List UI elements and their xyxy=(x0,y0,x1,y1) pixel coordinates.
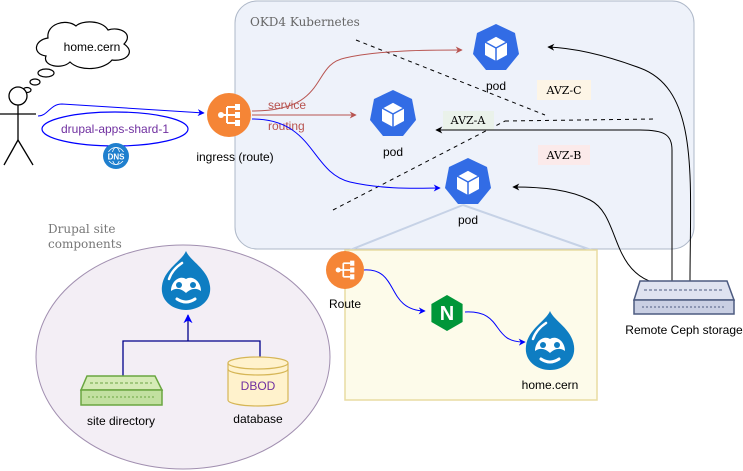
pod-a-label: pod xyxy=(383,145,403,159)
dns-icon: DNS xyxy=(103,143,129,169)
site-detail-inner: Route N home.cern xyxy=(326,251,578,392)
thought-cloud: home.cern xyxy=(22,21,130,94)
drupal-components: site directory DBOD database xyxy=(79,249,289,428)
ingress-icon xyxy=(207,93,251,137)
zone-avz-c: AVZ-C xyxy=(537,80,591,100)
pod-a: pod xyxy=(369,89,417,159)
zone-avz-c-bg xyxy=(537,80,591,100)
pod-b-label: pod xyxy=(458,213,478,227)
cloud-shape xyxy=(35,21,130,70)
arrow-user-to-ingress xyxy=(37,103,205,117)
pod-c-label: pod xyxy=(486,79,506,93)
zone-avz-c-label: AVZ-C xyxy=(545,84,581,97)
ingress-label: ingress (route) xyxy=(196,150,273,164)
arrow-storage-to-pod-a xyxy=(435,126,673,283)
drupal-site-title-line2: components xyxy=(48,237,122,251)
site-directory-icon xyxy=(79,375,164,406)
pod-b: pod xyxy=(444,157,492,227)
user-icon xyxy=(0,86,36,166)
okd-cluster-title: OKD4 Kubernetes xyxy=(250,15,360,29)
arrow-route-to-nginx xyxy=(363,269,426,315)
arrow-storage-to-pod-b xyxy=(512,183,656,284)
connector-tree xyxy=(122,340,261,380)
pod-c: pod xyxy=(472,23,520,93)
zone-separator-lower xyxy=(332,120,506,211)
ceph-storage: Remote Ceph storage xyxy=(435,43,743,337)
drupal-site-components: Drupal site components xyxy=(35,222,331,470)
cloud-bubble-medium xyxy=(29,78,41,86)
shard: drupal-apps-shard-1 DNS xyxy=(41,111,189,169)
zone-avz-b-label: AVZ-B xyxy=(546,149,582,162)
drupal-site-title-line1: Drupal site xyxy=(48,222,116,236)
nginx-text: N xyxy=(440,303,454,325)
database-icon xyxy=(227,356,289,407)
site-directory-label: site directory xyxy=(87,414,155,428)
route-icon xyxy=(326,251,364,289)
zoom-line-left xyxy=(344,204,464,253)
arrow-ingress-to-pod-b xyxy=(251,118,441,192)
nginx-icon: N xyxy=(431,295,463,331)
zone-avz-a-bg xyxy=(443,111,494,130)
database-text: DBOD xyxy=(241,379,276,393)
zoom-line-right xyxy=(462,204,598,253)
arrow-storage-to-pod-c xyxy=(547,43,692,284)
cloud-bubble-large xyxy=(37,68,55,78)
cloud-text: home.cern xyxy=(64,40,121,54)
zone-avz-b-bg xyxy=(538,145,590,165)
zone-separator-right xyxy=(504,118,656,122)
site-label: home.cern xyxy=(522,378,579,392)
zone-avz-b: AVZ-B xyxy=(538,145,590,165)
ingress: ingress (route) service routing xyxy=(196,93,306,164)
route-label: Route xyxy=(329,297,361,311)
dns-text: DNS xyxy=(108,153,126,162)
zone-avz-a: AVZ-A xyxy=(443,111,494,130)
arrow-nginx-to-site xyxy=(464,311,526,346)
shard-label: drupal-apps-shard-1 xyxy=(61,122,169,136)
storage-icon xyxy=(632,280,736,315)
zone-avz-a-label: AVZ-A xyxy=(450,114,487,127)
drupal-site-ellipse xyxy=(35,244,331,470)
arrow-ingress-to-pod-c xyxy=(251,46,463,112)
storage-label: Remote Ceph storage xyxy=(625,323,743,337)
database-label: database xyxy=(233,412,283,426)
